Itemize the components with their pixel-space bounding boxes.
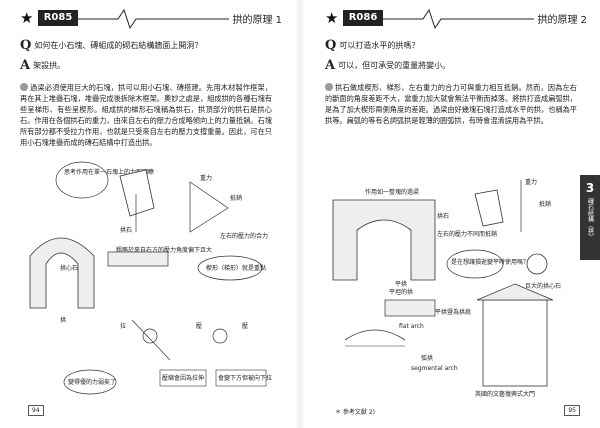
heartbeat-line-icon: [78, 8, 278, 30]
label-l: 弧拱: [421, 354, 433, 362]
label-k: 壓: [196, 323, 202, 330]
label-b: 拱石: [437, 212, 449, 220]
section-code: R086: [343, 10, 383, 26]
label-a: 作用如一整塊的過梁: [365, 188, 419, 196]
label-e: 左右的壓力的合力: [220, 232, 268, 240]
label-h: 拱心石: [60, 264, 78, 272]
bullet-icon: [325, 83, 333, 91]
label-d: 抵銷: [230, 194, 242, 202]
star-icon: ★: [20, 9, 34, 27]
page-number: 94: [28, 405, 44, 416]
section-title: 拱的原理 2: [534, 11, 587, 26]
section-code: R085: [38, 10, 78, 26]
heartbeat-line-icon: [383, 8, 583, 30]
label-o: 會變下方但被向下拉: [218, 374, 272, 382]
flat-arch-illustration: 作用如一整塊的過梁 拱石 重力 抵銷 左右的壓力不同而抵銷 是在想讓損逝變平時使…: [325, 160, 577, 400]
star-icon: ★: [325, 9, 339, 27]
label-a: 思考作用在單一石塊上的力即明瞭: [64, 168, 154, 176]
arch-illustration: 思考作用在單一石塊上的力即明瞭 拱石 重力 抵銷 左右的壓力的合力 粗略於來自右…: [20, 160, 278, 400]
label-j: 巨大的拱心石: [525, 282, 561, 290]
page-number: 95: [564, 405, 580, 416]
right-header: ★ R086 拱的原理 2: [325, 8, 587, 30]
label-f: 是在想讓損逝變平時使用嗎？: [451, 258, 529, 266]
chapter-tab: 3 磚石結構（拱）: [580, 175, 600, 260]
label-d: 抵銷: [539, 200, 551, 208]
label-f: 粗略於來自右方的壓力角度偏下且大: [116, 246, 212, 254]
label-h: 平坦的拱: [389, 288, 413, 296]
body-text: 拱石做成楔形、梯形，左右重力的合力可與重力相互抵銷。然而，因為左右的斷面的角度差…: [325, 83, 577, 125]
label-i: flat arch: [399, 323, 424, 330]
label-g: 平拱: [395, 280, 407, 288]
reference-note: ＊ 參考文獻 2): [335, 409, 375, 416]
left-header: ★ R085 拱的原理 1: [20, 8, 282, 30]
label-e: 左右的壓力不同而抵銷: [437, 230, 497, 238]
label-c: 重力: [525, 178, 537, 186]
bullet-icon: [20, 83, 28, 91]
label-c: 重力: [200, 174, 212, 182]
label-m: segmental arch: [411, 365, 458, 372]
book-gutter: [295, 0, 305, 428]
label-n: 壓縮會因為拉伸: [162, 374, 204, 382]
label-n: 英國的文藝復興式大門: [475, 390, 535, 398]
label-b: 拱石: [120, 226, 132, 234]
label-g: 楔形（梯形）就是重點: [206, 264, 266, 272]
chapter-tab-text: 磚石結構（拱）: [586, 198, 594, 240]
label-m: 變得優的力弱矣了: [68, 378, 116, 386]
label-i: 拱: [60, 316, 66, 324]
body-text: 過梁必須使用巨大的石塊，拱可以用小石塊、磚搭建。先用木材製作框架，再在其上堆疊石…: [20, 83, 272, 147]
section-title: 拱的原理 1: [229, 11, 282, 26]
label-k: 平拱暨為拱肩: [435, 308, 471, 316]
label-l: 壓: [242, 323, 248, 330]
chapter-number: 3: [585, 181, 595, 195]
label-j: 拉: [120, 322, 126, 330]
